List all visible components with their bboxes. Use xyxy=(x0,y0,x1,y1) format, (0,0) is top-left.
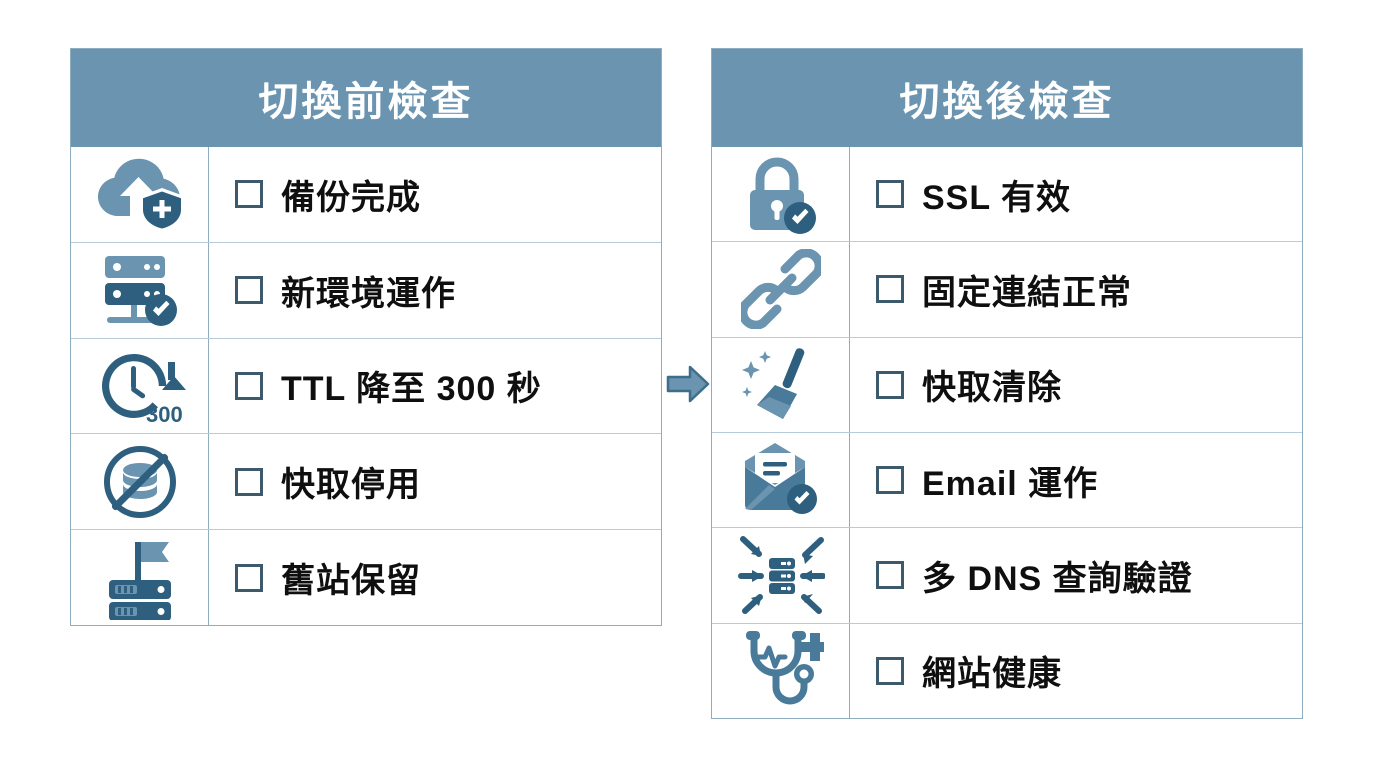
checklist-row[interactable]: 多 DNS 查詢驗證 xyxy=(712,527,1302,623)
row-text-cell[interactable]: 舊站保留 xyxy=(209,530,661,625)
checkbox-permalinks-ok[interactable] xyxy=(876,275,904,304)
server-check-icon xyxy=(97,250,183,330)
row-label: 舊站保留 xyxy=(281,562,421,601)
panel-title-after: 切換後檢查 xyxy=(712,49,1302,147)
row-icon-cell xyxy=(712,337,850,432)
row-text-cell[interactable]: TTL 降至 300 秒 xyxy=(209,339,661,434)
checkbox-cache-disabled[interactable] xyxy=(235,467,263,496)
checkbox-multi-dns-verified[interactable] xyxy=(876,561,904,590)
checklist-row[interactable]: Email 運作 xyxy=(712,431,1302,528)
arrow-right-icon xyxy=(666,364,710,404)
checklist-row[interactable]: 300 TTL 降至 300 秒 xyxy=(71,337,661,434)
row-icon-cell xyxy=(71,147,209,242)
checkbox-email-working[interactable] xyxy=(876,466,904,495)
row-icon-cell: 300 xyxy=(71,338,209,434)
row-text-cell[interactable]: 快取停用 xyxy=(209,434,661,529)
row-label: 快取停用 xyxy=(281,466,421,505)
checkbox-ssl-valid[interactable] xyxy=(876,180,904,209)
row-icon-cell xyxy=(712,528,850,623)
row-label: 網站健康 xyxy=(922,655,1062,694)
checklist-row[interactable]: 備份完成 xyxy=(71,147,661,242)
checklist-row[interactable]: SSL 有效 xyxy=(712,147,1302,242)
checklist-row[interactable]: 固定連結正常 xyxy=(712,241,1302,337)
row-text-cell[interactable]: 固定連結正常 xyxy=(850,242,1302,336)
row-text-cell[interactable]: Email 運作 xyxy=(850,433,1302,527)
row-text-cell[interactable]: 多 DNS 查詢驗證 xyxy=(850,528,1302,622)
checkbox-new-env-running[interactable] xyxy=(235,276,263,305)
checkbox-site-health[interactable] xyxy=(876,656,904,685)
checkbox-cache-cleared[interactable] xyxy=(876,370,904,399)
checklist-row[interactable]: 新環境運作 xyxy=(71,241,661,338)
row-text-cell[interactable]: SSL 有效 xyxy=(850,147,1302,241)
database-disabled-icon xyxy=(98,440,182,524)
row-label: 固定連結正常 xyxy=(922,273,1132,312)
row-icon-cell xyxy=(712,623,850,718)
envelope-check-icon xyxy=(739,441,823,519)
row-label: 備份完成 xyxy=(281,178,421,217)
checklist-panel-before: 切換前檢查 xyxy=(70,48,662,626)
row-label: 快取清除 xyxy=(922,369,1062,408)
row-label: SSL 有效 xyxy=(922,178,1071,217)
checklist-panel-after: 切換後檢查 xyxy=(711,48,1303,719)
row-text-cell[interactable]: 備份完成 xyxy=(209,147,661,242)
checkbox-old-site-kept[interactable] xyxy=(235,563,263,592)
row-text-cell[interactable]: 新環境運作 xyxy=(209,243,661,338)
row-text-cell[interactable]: 快取清除 xyxy=(850,338,1302,432)
row-label: 多 DNS 查詢驗證 xyxy=(922,559,1193,598)
row-icon-cell xyxy=(71,242,209,338)
row-icon-cell xyxy=(712,147,850,242)
server-flag-icon xyxy=(97,536,183,620)
row-text-cell[interactable]: 網站健康 xyxy=(850,624,1302,718)
checklist-row[interactable]: 快取停用 xyxy=(71,433,661,530)
dns-propagation-icon xyxy=(737,535,825,615)
row-icon-cell xyxy=(712,242,850,337)
stethoscope-health-icon xyxy=(738,629,824,713)
row-label: 新環境運作 xyxy=(281,274,456,313)
clock-ttl-300-icon: 300 xyxy=(94,346,186,426)
link-chain-icon xyxy=(740,249,821,330)
checkbox-backup-complete[interactable] xyxy=(235,180,263,209)
panel-title-before: 切換前檢查 xyxy=(71,49,661,147)
checklist-rows-after: SSL 有效 xyxy=(712,147,1302,718)
broom-sparkle-icon xyxy=(739,345,823,425)
clock-badge-value: 300 xyxy=(146,402,183,426)
row-label: TTL 降至 300 秒 xyxy=(281,370,542,409)
lock-check-icon xyxy=(742,152,820,236)
checklist-rows-before: 備份完成 xyxy=(71,147,661,625)
row-icon-cell xyxy=(712,432,850,528)
row-icon-cell xyxy=(71,434,209,530)
row-icon-cell xyxy=(71,530,209,625)
checklist-row[interactable]: 快取清除 xyxy=(712,336,1302,432)
checklist-row[interactable]: 舊站保留 xyxy=(71,529,661,625)
checklist-row[interactable]: 網站健康 xyxy=(712,622,1302,718)
cloud-upload-shield-icon xyxy=(94,156,186,233)
row-label: Email 運作 xyxy=(922,464,1099,503)
checkbox-ttl-300[interactable] xyxy=(235,371,263,400)
